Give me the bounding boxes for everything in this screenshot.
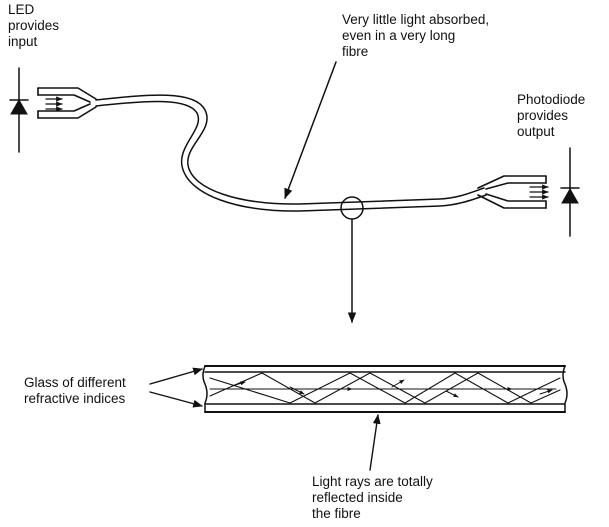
rays-label-line-2: reflected inside bbox=[312, 490, 403, 505]
absorbed-pointer bbox=[284, 61, 337, 199]
glass-label-line-2: refractive indices bbox=[24, 391, 126, 406]
led-connector bbox=[37, 87, 97, 119]
rays-label-line-3: the fibre bbox=[312, 506, 361, 521]
led-label-line-1: LED bbox=[8, 2, 35, 17]
led-label-line-3: input bbox=[8, 34, 38, 49]
led-diode-symbol-icon bbox=[9, 67, 29, 153]
rays-label: Light rays are totally reflected inside … bbox=[312, 474, 433, 522]
glass-label: Glass of different refractive indices bbox=[24, 375, 126, 407]
photodiode-label-line-3: output bbox=[517, 124, 555, 139]
rays-pointer bbox=[369, 414, 381, 471]
glass-label-line-1: Glass of different bbox=[24, 375, 126, 390]
photodiode-label-line-2: provides bbox=[517, 108, 569, 123]
photodiode-label: Photodiode provides output bbox=[517, 92, 585, 140]
glass-pointers bbox=[149, 367, 203, 408]
fibre-cable bbox=[95, 94, 487, 212]
photodiode-label-line-1: Photodiode bbox=[517, 92, 586, 107]
absorbed-label-line-2: even in a very long bbox=[342, 28, 456, 43]
light-rays bbox=[209, 372, 561, 404]
fibre-cross-section bbox=[202, 365, 568, 413]
photodiode-symbol-icon bbox=[560, 147, 580, 237]
led-label-line-2: provides bbox=[8, 18, 60, 33]
led-label: LED provides input bbox=[8, 2, 59, 50]
absorbed-label-line-3: fibre bbox=[342, 44, 369, 59]
magnify-indicator bbox=[340, 196, 364, 324]
absorbed-label-line-1: Very little light absorbed, bbox=[342, 12, 490, 27]
absorbed-label: Very little light absorbed, even in a ve… bbox=[342, 12, 489, 60]
rays-label-line-1: Light rays are totally bbox=[312, 474, 433, 489]
photodiode-connector bbox=[477, 175, 549, 209]
